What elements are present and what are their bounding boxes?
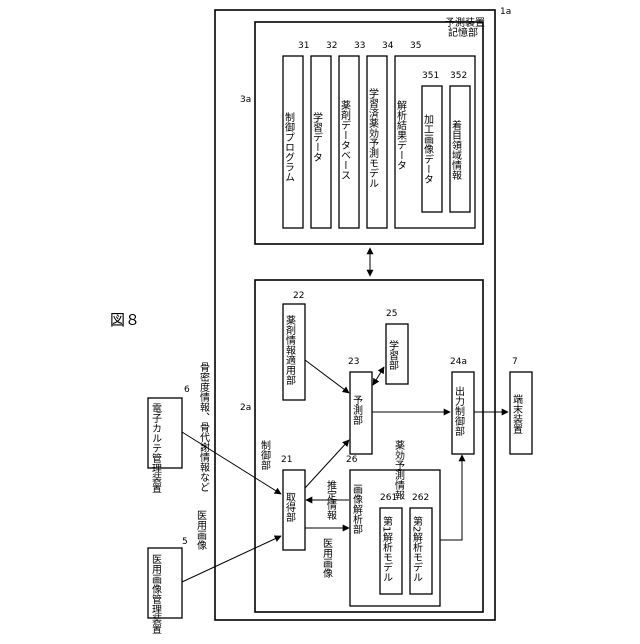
flow-label-inner-medical-image: 医用画像 bbox=[321, 538, 333, 578]
flow-label-medical-image: 医用画像 bbox=[195, 510, 207, 550]
svg-text:取得部: 取得部 bbox=[284, 492, 296, 523]
second-analysis-model: 第2解析モデル 262 bbox=[410, 493, 432, 594]
output-control-unit: 出力制御部 24a bbox=[450, 357, 474, 454]
svg-text:第2解析モデル: 第2解析モデル bbox=[411, 515, 423, 583]
flow-label-efficacy-info: 薬効予測情報 bbox=[393, 440, 405, 501]
svg-text:加工画像データ: 加工画像データ bbox=[422, 114, 434, 184]
svg-text:医用画像管理装置: 医用画像管理装置 bbox=[150, 554, 162, 634]
learning-unit: 学習部 25 bbox=[386, 309, 408, 384]
acquisition-unit: 取得部 21 bbox=[281, 455, 305, 550]
storage-item-control-program: 制御プログラム 31 bbox=[283, 41, 310, 228]
svg-text:25: 25 bbox=[386, 309, 397, 319]
arrow-image-analysis-to-output bbox=[440, 455, 462, 540]
medical-image-device: 医用画像管理装置 5 bbox=[148, 537, 188, 634]
svg-text:端末装置: 端末装置 bbox=[511, 393, 523, 434]
storage-subitem-focus-region: 着目領域情報 352 bbox=[450, 71, 471, 212]
svg-text:薬剤情報適用部: 薬剤情報適用部 bbox=[284, 315, 296, 386]
storage-item-trained-model: 学習済薬効予測モデル 34 bbox=[367, 41, 394, 228]
drug-info-unit: 薬剤情報適用部 22 bbox=[283, 291, 305, 400]
svg-text:学習部: 学習部 bbox=[387, 339, 399, 371]
svg-text:26: 26 bbox=[346, 455, 358, 465]
svg-text:22: 22 bbox=[293, 291, 304, 301]
svg-text:学習データ: 学習データ bbox=[311, 111, 323, 162]
svg-text:着目領域情報: 着目領域情報 bbox=[450, 119, 462, 181]
svg-text:33: 33 bbox=[354, 41, 365, 51]
svg-text:第1解析モデル: 第1解析モデル bbox=[381, 515, 393, 583]
svg-text:262: 262 bbox=[412, 493, 429, 503]
svg-text:薬剤データベース: 薬剤データベース bbox=[339, 100, 351, 180]
svg-text:制御プログラム: 制御プログラム bbox=[283, 111, 295, 182]
svg-text:352: 352 bbox=[450, 71, 467, 81]
svg-text:351: 351 bbox=[422, 71, 439, 81]
svg-text:電子カルテ管理装置: 電子カルテ管理装置 bbox=[150, 403, 162, 493]
svg-text:24a: 24a bbox=[450, 357, 467, 367]
svg-text:出力制御部: 出力制御部 bbox=[453, 385, 465, 437]
flow-label-estimate-info: 推定情報 bbox=[325, 479, 337, 521]
svg-text:予測部: 予測部 bbox=[351, 395, 363, 426]
control-unit-label: 制御部 bbox=[259, 439, 271, 471]
svg-text:32: 32 bbox=[326, 41, 337, 51]
svg-text:解析結果データ: 解析結果データ bbox=[395, 99, 407, 170]
medical-records-device: 電子カルテ管理装置 6 bbox=[148, 385, 190, 493]
control-unit-ref: 2a bbox=[240, 403, 251, 413]
svg-text:6: 6 bbox=[184, 385, 190, 395]
figure-label: 図８ bbox=[110, 311, 140, 329]
prediction-unit: 予測部 23 bbox=[348, 357, 372, 454]
svg-text:23: 23 bbox=[348, 357, 359, 367]
storage-unit-label: 記憶部 bbox=[448, 26, 478, 39]
svg-text:学習済薬効予測モデル: 学習済薬効予測モデル bbox=[367, 87, 379, 188]
svg-text:5: 5 bbox=[182, 537, 188, 547]
storage-item-drug-database: 薬剤データベース 33 bbox=[339, 41, 366, 228]
terminal-device: 端末装置 7 bbox=[510, 357, 532, 454]
svg-text:7: 7 bbox=[512, 357, 518, 367]
svg-text:21: 21 bbox=[281, 455, 292, 465]
svg-text:35: 35 bbox=[410, 41, 421, 51]
svg-text:画像解析部: 画像解析部 bbox=[351, 484, 363, 535]
flow-label-records: 骨密度情報、骨代謝情報など bbox=[198, 362, 210, 492]
storage-item-learning-data: 学習データ 32 bbox=[311, 41, 338, 228]
storage-unit-ref: 3a bbox=[240, 95, 251, 105]
storage-subitem-processed-image: 加工画像データ 351 bbox=[422, 71, 443, 212]
svg-text:34: 34 bbox=[382, 41, 394, 51]
prediction-device-ref: 1a bbox=[500, 7, 511, 17]
svg-text:31: 31 bbox=[298, 41, 309, 51]
first-analysis-model: 第1解析モデル 261 bbox=[380, 493, 402, 594]
arrow-drug-info-to-prediction bbox=[305, 360, 349, 393]
arrow-learning-prediction bbox=[373, 367, 384, 385]
